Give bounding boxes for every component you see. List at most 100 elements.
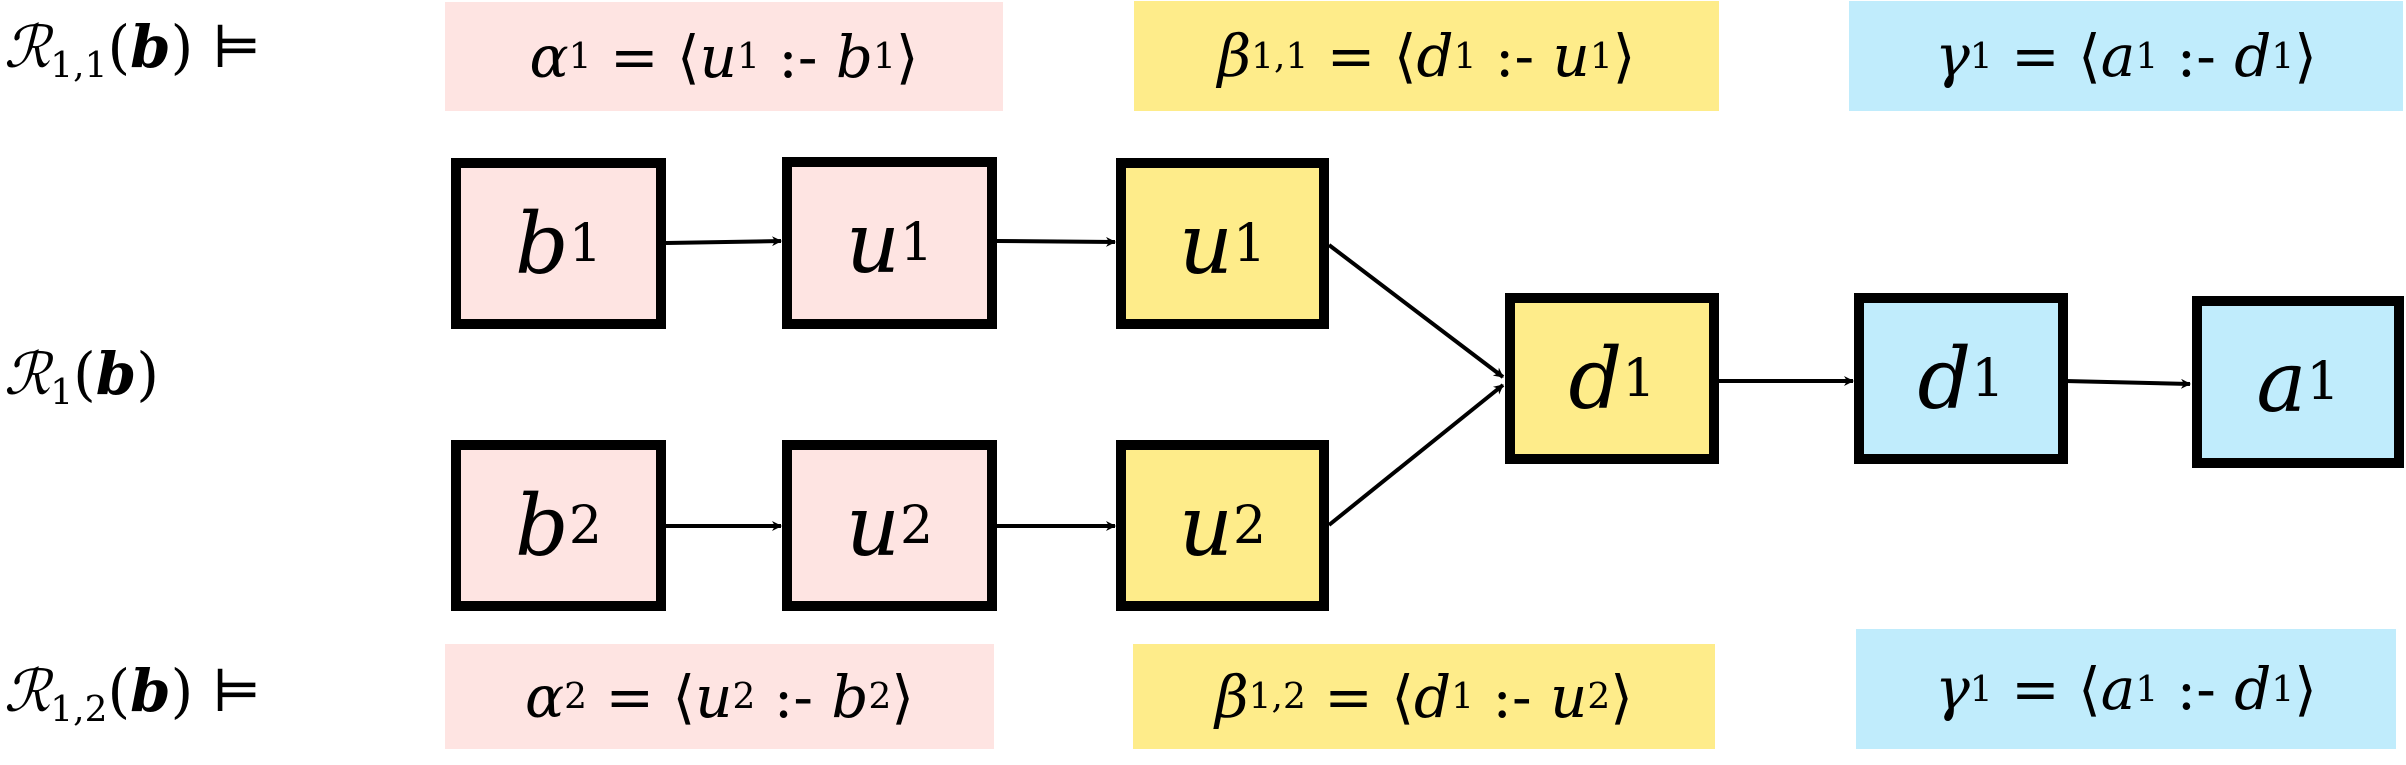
body-subscript: 2	[1587, 676, 1611, 717]
angle-close: ⟩	[891, 662, 915, 731]
r11-arg: b	[130, 13, 171, 81]
rule-subscript: 1	[1969, 668, 1993, 710]
rule-name: α	[524, 662, 565, 731]
body-subscript: 1	[2271, 35, 2295, 77]
edge-b1-u1	[665, 236, 782, 247]
body-subscript: 1	[2271, 668, 2295, 710]
r12-subscript: 1,2	[50, 689, 108, 731]
equals: =	[605, 662, 655, 731]
edge-u1-u1	[996, 236, 1116, 247]
row-label-r1: ℛ1(b)	[4, 340, 159, 414]
node-sub: 1	[1232, 213, 1267, 274]
node-sub: 1	[2306, 352, 2340, 412]
row-label-r11: ℛ1,1(b) ⊨	[4, 13, 262, 87]
neck-symbol: :-	[1492, 662, 1532, 731]
angle-close: ⟩	[895, 22, 919, 91]
rule-head: a	[2100, 22, 2136, 90]
angle-open: ⟨	[676, 22, 700, 91]
calligraphic-r: ℛ	[4, 657, 51, 725]
node-sub: 2	[899, 495, 934, 556]
rule-subscript: 1	[568, 36, 592, 77]
r1-arg: b	[95, 340, 137, 408]
rule-body: u	[1552, 22, 1590, 90]
rule-head: d	[1416, 22, 1454, 90]
calligraphic-r: ℛ	[4, 13, 51, 81]
rule-head: u	[699, 22, 737, 91]
node-sub: 1	[899, 213, 934, 273]
r12-arg: b	[130, 657, 171, 725]
rule-body: b	[835, 22, 874, 91]
models-symbol: ⊨	[211, 13, 262, 81]
body-subscript: 1	[1589, 35, 1613, 77]
node-var: b	[515, 476, 569, 575]
head-subscript: 1	[1453, 35, 1477, 77]
r1-subscript: 1	[50, 372, 74, 414]
rule-name: β	[1215, 662, 1249, 731]
head-subscript: 1	[1451, 676, 1474, 717]
node-sub: 1	[1622, 348, 1656, 409]
node-var: b	[515, 194, 569, 293]
node-var: u	[1178, 194, 1233, 293]
angle-open: ⟨	[1393, 22, 1417, 90]
node-var: d	[1568, 329, 1623, 428]
angle-close: ⟩	[2294, 655, 2317, 723]
equals: =	[2011, 22, 2060, 90]
body-subscript: 1	[873, 36, 896, 77]
models-symbol: ⊨	[211, 657, 262, 725]
angle-open: ⟨	[1391, 662, 1414, 731]
rule-subscript: 1,2	[1248, 676, 1306, 717]
angle-open: ⟨	[2078, 22, 2101, 90]
angle-open: ⟨	[672, 662, 696, 731]
node-var: d	[1917, 329, 1972, 428]
rule-name: α	[529, 22, 569, 91]
rule-head: d	[1413, 662, 1452, 731]
rule-body: b	[831, 662, 869, 731]
head-subscript: 1	[2135, 35, 2159, 77]
rule-head: a	[2100, 655, 2136, 723]
equals: =	[1326, 22, 1376, 90]
neck-symbol: :-	[773, 662, 813, 731]
row-label-r12: ℛ1,2(b) ⊨	[4, 657, 262, 731]
rule-subscript: 1,1	[1251, 35, 1309, 77]
neck-symbol: :-	[778, 22, 818, 91]
angle-close: ⟩	[1612, 22, 1636, 90]
equals: =	[2011, 655, 2060, 723]
r11-subscript: 1,1	[50, 45, 108, 87]
node-sub: 2	[1232, 495, 1267, 556]
rule-body: d	[2234, 22, 2272, 90]
rule-head: u	[695, 662, 733, 731]
rule-subscript: 1	[1969, 35, 1993, 77]
neck-symbol: :-	[1494, 22, 1535, 90]
node-sub: 1	[568, 213, 602, 274]
node-sub: 2	[568, 495, 602, 556]
rule-name: γ	[1935, 655, 1970, 723]
edge-d1-a1	[2064, 378, 2191, 389]
head-subscript: 2	[732, 676, 756, 717]
node-sub: 1	[1971, 348, 2005, 409]
neck-symbol: :-	[2176, 655, 2216, 723]
calligraphic-r: ℛ	[4, 340, 51, 408]
rule-name: γ	[1935, 22, 1970, 90]
angle-close: ⟩	[2294, 22, 2317, 90]
edge-u2-d1	[1327, 383, 1505, 527]
body-subscript: 2	[868, 676, 892, 717]
head-subscript: 1	[2135, 668, 2159, 710]
rule-name: β	[1217, 22, 1252, 90]
rule-body: d	[2234, 655, 2272, 723]
head-subscript: 1	[736, 36, 760, 77]
rule-body: u	[1550, 662, 1588, 731]
node-var: a	[2256, 333, 2307, 431]
node-var: u	[845, 476, 900, 575]
